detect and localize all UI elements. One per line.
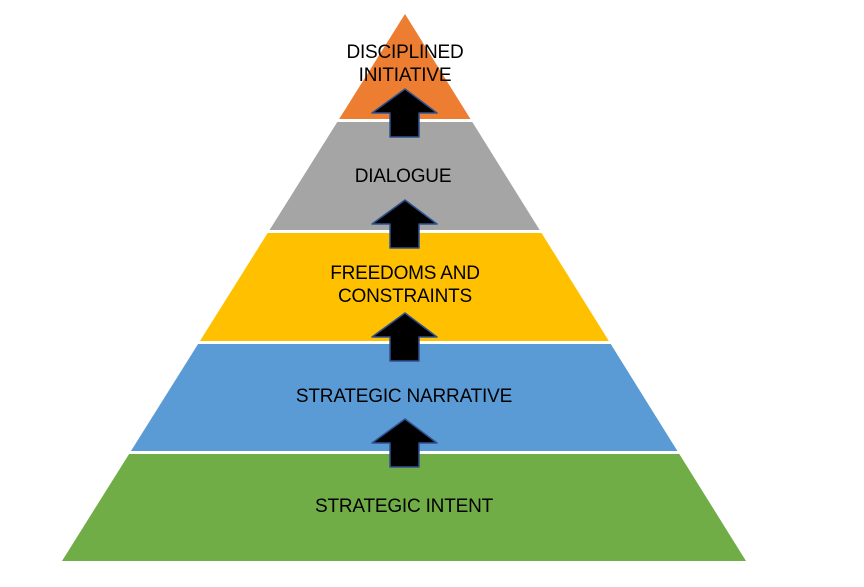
up-arrow-icon	[371, 312, 438, 362]
pyramid-level-dialogue	[269, 122, 540, 230]
pyramid-level-disciplined-initiative	[339, 14, 471, 119]
level-label-disciplined-initiative: DISCIPLINED INITIATIVE	[346, 42, 464, 86]
pyramid-level-strategic-narrative	[130, 344, 678, 451]
level-label-strategic-narrative: STRATEGIC NARRATIVE	[295, 386, 513, 407]
pyramid-level-strategic-intent	[62, 454, 746, 561]
pyramid-level-freedoms-and-constraints	[199, 233, 609, 341]
up-arrow-icon	[371, 199, 438, 249]
level-label-strategic-intent: STRATEGIC INTENT	[314, 496, 494, 517]
level-label-freedoms-and-constraints: FREEDOMS AND CONSTRAINTS	[330, 263, 480, 307]
up-arrow-icon	[371, 88, 438, 138]
level-label-dialogue: DIALOGUE	[354, 166, 452, 187]
up-arrow-icon	[371, 418, 438, 468]
